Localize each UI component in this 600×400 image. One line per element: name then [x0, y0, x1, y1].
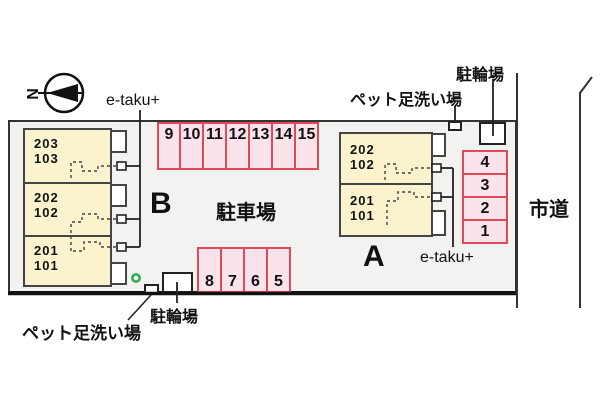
parking-stall: 6 — [243, 247, 268, 293]
building-a-porch-1 — [431, 133, 446, 157]
building-b-unit-201-101: 201 101 — [25, 237, 110, 285]
building-b-unit-202-102: 202 102 — [25, 184, 110, 237]
parking-stall: 13 — [248, 122, 273, 170]
unit-number-upper: 202 — [34, 190, 59, 205]
building-b-porch-3 — [110, 262, 127, 285]
unit-number-upper: 201 — [34, 243, 59, 258]
parking-row-9-15: 9 10 11 12 13 14 15 — [157, 122, 319, 170]
building-a-porch-2 — [431, 210, 446, 236]
parking-row-8-5: 8 7 6 5 — [197, 247, 291, 293]
parking-stall: 2 — [462, 196, 508, 221]
parking-stall: 12 — [225, 122, 250, 170]
pet-wash-label-top: ペット足洗い場 — [350, 92, 463, 109]
pet-wash-box-top — [448, 121, 462, 131]
north-label: N — [24, 88, 42, 100]
parking-stall: 4 — [462, 150, 508, 175]
pointer-pet-bottom — [127, 294, 152, 321]
etaku-label-bottom: e-taku+ — [420, 249, 474, 266]
building-a-label: A — [363, 240, 385, 273]
building-b: 203 103 202 102 201 101 — [23, 128, 112, 287]
parking-stall: 10 — [179, 122, 204, 170]
road-label: 市道 — [529, 199, 569, 221]
unit-number-upper: 202 — [350, 142, 375, 157]
building-a: 202 102 201 101 — [339, 132, 433, 237]
building-a-unit-202-102: 202 102 — [341, 134, 431, 185]
unit-number-upper: 201 — [350, 193, 375, 208]
road-edge-line — [579, 76, 593, 308]
parking-stall: 14 — [271, 122, 296, 170]
unit-number-lower: 102 — [34, 205, 59, 220]
parking-column-4-1: 4 3 2 1 — [462, 150, 508, 244]
unit-number-lower: 101 — [34, 258, 59, 273]
unit-number-lower: 101 — [350, 208, 375, 223]
parking-stall: 7 — [220, 247, 245, 293]
north-arrow-pointer — [47, 84, 78, 102]
unit-number-lower: 103 — [34, 151, 59, 166]
pet-wash-box-bottom — [144, 284, 159, 294]
bike-parking-box-top — [479, 122, 506, 145]
bike-parking-label-top: 駐輪場 — [456, 67, 505, 84]
building-b-porch-2 — [110, 184, 127, 207]
bike-parking-label-bottom: 駐輪場 — [150, 309, 199, 326]
unit-number-upper: 203 — [34, 136, 59, 151]
parking-stall: 11 — [202, 122, 227, 170]
parking-stall: 15 — [294, 122, 319, 170]
parking-stall: 8 — [197, 247, 222, 293]
building-b-label: B — [150, 187, 172, 220]
parking-stall: 3 — [462, 173, 508, 198]
unit-number-lower: 102 — [350, 157, 375, 172]
parking-stall: 9 — [157, 122, 181, 170]
building-b-porch-1 — [110, 130, 127, 153]
parking-stall: 5 — [266, 247, 291, 293]
pet-wash-label-bottom: ペット足洗い場 — [22, 324, 141, 343]
parking-stall: 1 — [462, 219, 508, 244]
north-arrow-circle — [43, 72, 85, 114]
building-b-unit-203-103: 203 103 — [25, 130, 110, 184]
etaku-label-top: e-taku+ — [106, 92, 160, 109]
building-a-unit-201-101: 201 101 — [341, 185, 431, 235]
parking-lot-label: 駐車場 — [216, 202, 276, 224]
bike-parking-box-bottom — [162, 272, 193, 293]
